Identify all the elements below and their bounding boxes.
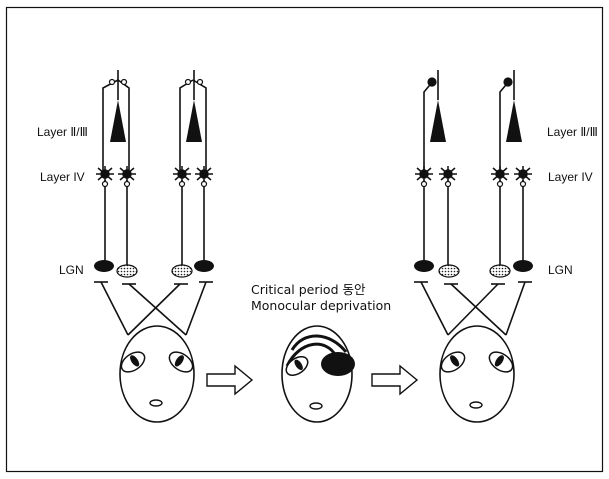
lgn-cell-solid [94,260,114,272]
caption-line1: Critical period 동안 [251,282,366,297]
stellate-cells-after [415,166,532,182]
pyramidal-projection [423,79,435,172]
optic-fibers-after [414,281,532,336]
lgn-cell-dotted [171,264,193,278]
figure-frame [5,6,604,473]
synapse-marks-after [420,77,527,188]
eye-left [120,351,146,373]
lgn-cell-solid [513,260,533,272]
arrow-right-2 [371,364,419,396]
mouth [309,402,323,410]
eye-right [488,351,514,373]
eye-patch [321,352,355,376]
arrow-right-1 [206,364,254,396]
label-layer-23-left: Layer Ⅱ/Ⅲ [37,125,88,139]
circuit-before [102,70,207,270]
circuit-after [423,70,524,270]
pyramidal-cell [506,100,522,142]
lgn-cell-dotted [489,264,511,278]
eye-right [168,351,194,373]
label-layer-4-left: Layer IV [40,170,85,184]
pyramidal-cell [186,100,202,142]
lgn-cell-solid [194,260,214,272]
pyramidal-projection [499,79,511,172]
face-after [439,325,515,423]
optic-fibers-before [94,281,213,336]
label-lgn-left: LGN [59,263,84,277]
lgn-cell-solid [414,260,434,272]
label-layer-23-right: Layer Ⅱ/Ⅲ [547,125,598,139]
lgn-cell-dotted [116,264,138,278]
mouth [469,401,483,409]
face-normal [119,325,195,423]
eye-open [285,356,309,376]
lgn-cell-dotted [438,264,460,278]
mouth [149,399,163,407]
pyramidal-cell [430,100,446,142]
caption-line2: Monocular deprivation [251,298,391,313]
label-layer-4-right: Layer IV [548,170,593,184]
label-lgn-right: LGN [548,263,573,277]
stellate-cells-before [96,166,213,182]
pyramidal-cell [110,100,126,142]
face-deprived [281,325,355,423]
eye-left [440,351,466,373]
